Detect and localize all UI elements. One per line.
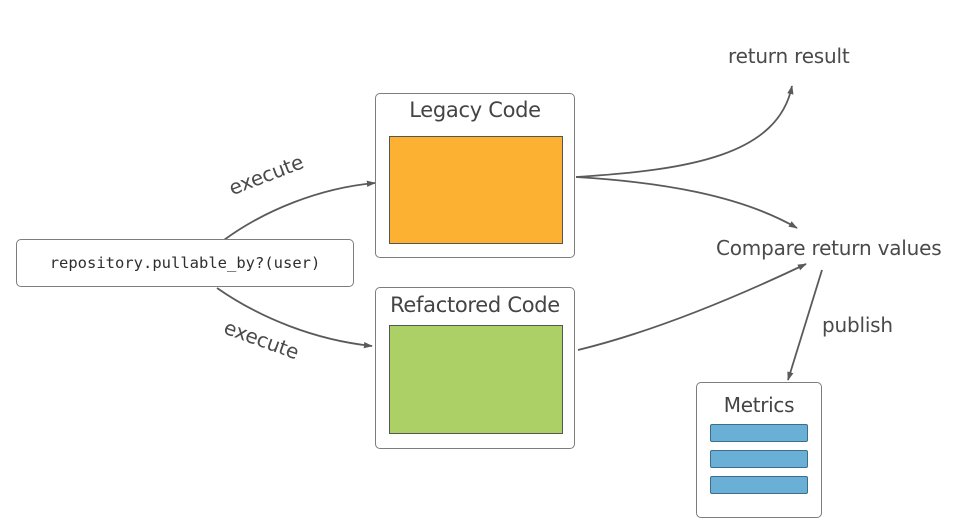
edge-execute-refactored [216,287,373,349]
refactored-code-node: Refactored Code [375,287,575,449]
edge-legacy-compare [575,176,798,229]
edge-return-result [575,85,794,178]
metrics-bar [710,450,808,468]
metrics-bar [710,476,808,494]
legacy-code-node: Legacy Code [375,93,575,258]
return-result-label: return result [728,44,850,68]
compare-label: Compare return values [716,236,942,260]
refactored-code-title: Refactored Code [390,293,560,317]
legacy-code-block [389,136,563,244]
metrics-title: Metrics [723,393,795,417]
method-call-node: repository.pullable_by?(user) [16,239,354,287]
publish-label: publish [822,313,893,337]
edge-publish [787,269,823,381]
metrics-node: Metrics [696,382,822,518]
edge-refactored-compare [577,263,807,351]
legacy-code-title: Legacy Code [409,98,541,122]
method-call-code: repository.pullable_by?(user) [49,254,321,272]
edge-execute-legacy [223,180,376,241]
refactored-code-block [389,325,563,434]
metrics-bar [710,424,808,442]
